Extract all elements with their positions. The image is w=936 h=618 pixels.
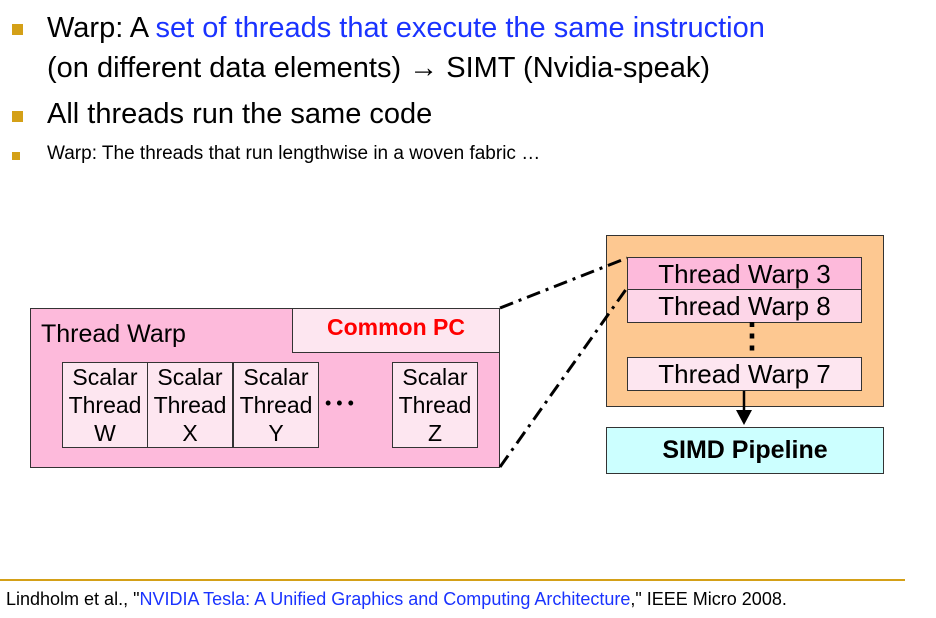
zoom-line-top [499,256,628,310]
arrow-head-icon [736,410,752,425]
simd-pipeline-label: SIMD Pipeline [662,436,828,464]
bullet-icon [12,111,23,122]
simd-pipeline-box: SIMD Pipeline [606,427,884,474]
bullet-3: Warp: The threads that run lengthwise in… [47,143,541,164]
warp-item-3: Thread Warp 3 [627,257,862,291]
vertical-ellipsis: ⋮ [735,317,769,355]
bullet-1-prefix: Warp: A [47,12,156,44]
thread-ellipsis: • • • [325,393,354,413]
citation: Lindholm et al., "NVIDIA Tesla: A Unifie… [6,589,787,609]
warp-item-7: Thread Warp 7 [627,357,862,391]
bullet-1-line2: (on different data elements) → SIMT (Nvi… [47,52,710,84]
thread-warp-title: Thread Warp [41,320,186,348]
bullet-1: Warp: A set of threads that execute the … [47,12,765,45]
bullet-icon [12,24,23,35]
citation-link[interactable]: NVIDIA Tesla: A Unified Graphics and Com… [139,589,631,609]
common-pc-box: Common PC [292,308,500,353]
zoom-line-bottom [498,287,629,468]
bullet-1-highlight: set of threads that execute the same ins… [155,12,765,44]
common-pc-label: Common PC [327,314,465,340]
warp-item-8: Thread Warp 8 [627,289,862,323]
bullet-icon [12,152,20,160]
bullet-2: All threads run the same code [47,98,433,130]
